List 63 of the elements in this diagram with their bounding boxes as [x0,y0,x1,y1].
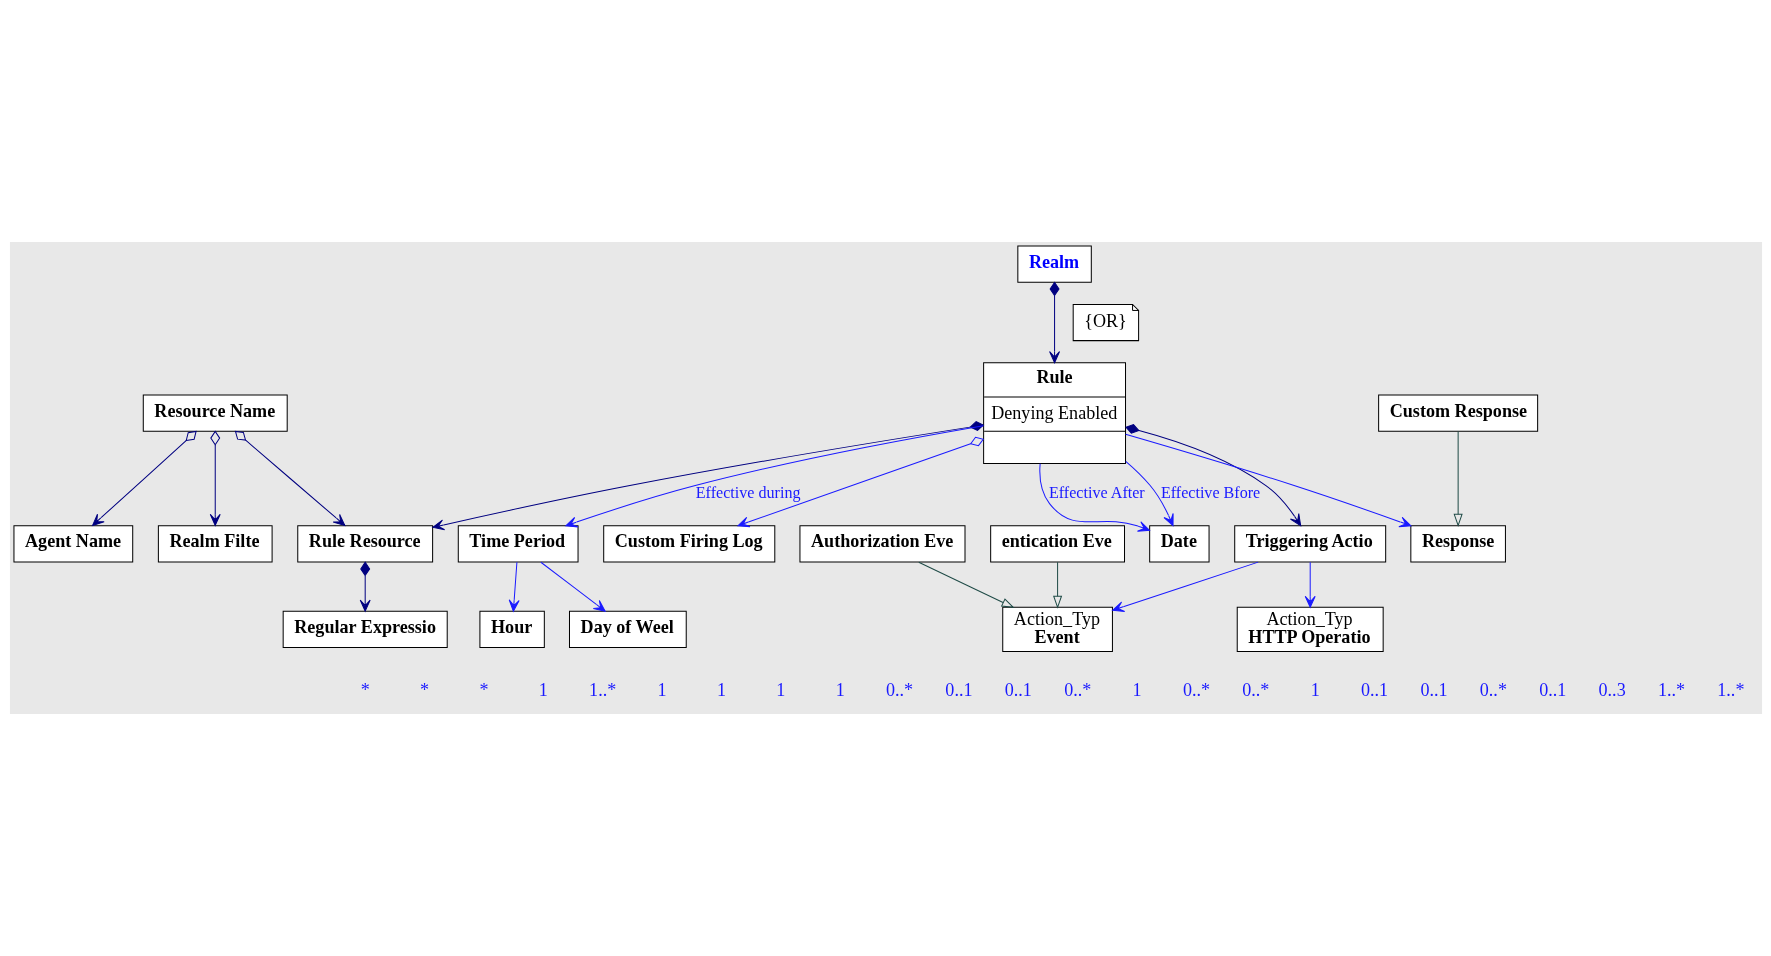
node-box: Authorization Eve [798,525,965,563]
node-box: Action_Typ HTTP Operatio [1236,606,1384,653]
node-box: Realm [1016,245,1092,283]
node-box: Custom Response [1377,394,1538,432]
label: * [419,680,429,701]
label: 0..* [885,680,913,701]
arrow [508,561,520,612]
arrow [1124,460,1174,527]
edge-label: Effective After [1048,484,1145,502]
label: 0..* [1063,680,1091,701]
label: 1..* [588,680,616,701]
node-box: Rule Resource [296,525,433,563]
node-box: Response [1409,525,1506,563]
label: 1 [1132,680,1142,701]
label: 0..* [1182,680,1210,701]
arrow [1052,561,1062,609]
label: 1 [835,680,845,701]
arrow [539,561,606,612]
arrow [917,561,1015,608]
label: * [360,680,370,701]
node-box: Time Period [457,525,579,563]
edge-label: Effective Bfore [1160,484,1260,502]
label: 1..* [1716,680,1744,701]
label: 1 [775,680,785,701]
arrow [564,425,984,528]
label: 0..3 [1598,680,1626,701]
label: 0..1 [1004,680,1032,701]
node-box: Resource Name [142,394,288,432]
arrow [1111,561,1259,613]
node-box: Date [1148,525,1210,563]
arrow [91,430,197,526]
arrow [1304,561,1316,608]
arrow [1038,463,1150,532]
label: 0..1 [1419,680,1448,701]
label: 0..1 [944,680,973,701]
arrow [1124,424,1301,527]
label: 0..* [1479,680,1507,701]
arrow [736,436,984,528]
node-box: Action_Typ Event [1001,606,1113,653]
label: 1..* [1657,680,1685,701]
node-box: Agent Name [12,525,133,563]
node-box: Triggering Actio [1233,525,1386,563]
arrow [234,430,345,526]
node-box: Regular Expressio [282,610,448,649]
label: 1 [716,680,726,701]
node-box: Realm Filte [157,525,273,563]
label: 1 [657,680,667,701]
arrow [1048,281,1060,364]
arrow [1124,433,1411,528]
edge-label: Effective during [695,484,800,502]
label: 0..1 [1538,680,1566,701]
node-box: Custom Firing Log [602,525,775,563]
arrow [209,430,221,526]
label: 0..* [1241,680,1269,701]
node-box: Hour [478,610,545,649]
arrow [359,561,371,612]
label: 1 [1310,680,1320,701]
label: * [478,680,488,701]
label: 0..1 [1360,680,1388,701]
node-box: Day of Weel [568,610,687,649]
node-box: entication Eve [989,525,1125,563]
label: 1 [538,680,548,701]
arrow [1453,430,1463,527]
